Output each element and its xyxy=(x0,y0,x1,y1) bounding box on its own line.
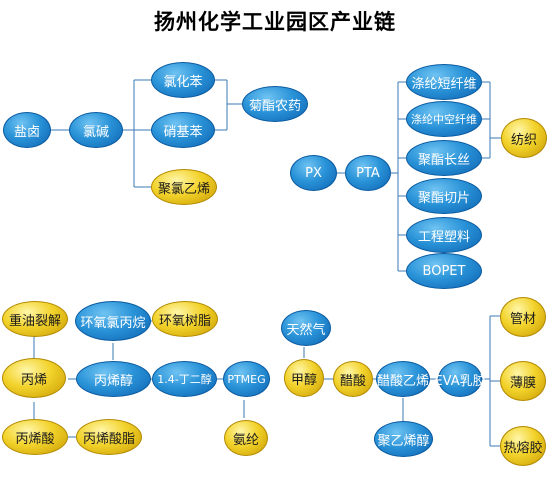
node-juzhichangsi: 聚酯长丝 xyxy=(406,140,482,176)
page-title: 扬州化学工业园区产业链 xyxy=(154,10,396,34)
node-gongchengsuliao: 工程塑料 xyxy=(406,217,482,253)
node-bomo: 薄膜 xyxy=(500,361,546,401)
node-juzhinongyao: 菊酯农药 xyxy=(242,86,308,122)
node-evarujiao: EVA乳胶 xyxy=(434,361,486,397)
node-cusuan: 醋酸 xyxy=(333,361,373,397)
node-zhongyouliejie: 重油裂解 xyxy=(2,301,68,337)
node-xiaojiben: 硝基苯 xyxy=(151,112,215,148)
node-jiachun: 甲醇 xyxy=(284,359,324,397)
node-rerongjiao: 热熔胶 xyxy=(500,426,546,466)
node-guancai: 管材 xyxy=(500,297,546,337)
node-tianranqi: 天然气 xyxy=(281,310,331,346)
node-px: PX xyxy=(290,155,337,191)
node-juzhiqiepian: 聚酯切片 xyxy=(406,178,482,214)
node-bingxisuan: 丙烯酸 xyxy=(2,419,68,455)
node-yanlu: 盐卤 xyxy=(3,112,51,148)
node-bopet: BOPET xyxy=(406,253,482,289)
node-dingerchun: 1.4-丁二醇 xyxy=(152,361,217,397)
node-pta: PTA xyxy=(345,155,391,191)
node-cusuanyixi: 醋酸乙烯 xyxy=(376,361,430,397)
node-bingxi: 丙烯 xyxy=(2,358,66,398)
node-ptmeg: PTMEG xyxy=(223,361,270,397)
node-juyixichun: 聚乙烯醇 xyxy=(374,421,433,457)
node-bingxichun: 丙烯醇 xyxy=(76,361,151,397)
node-dilunduanxianwei: 涤纶短纤维 xyxy=(406,64,482,100)
node-fangzhi: 纺织 xyxy=(501,118,547,158)
node-huanyanglvbingwan: 环氧氯丙烷 xyxy=(75,301,151,341)
node-lvhuaben: 氯化苯 xyxy=(151,62,215,98)
node-bingxisuanzhi: 丙烯酸脂 xyxy=(76,419,142,455)
node-anlun: 氨纶 xyxy=(224,420,268,456)
node-julvyixi: 聚氯乙烯 xyxy=(151,169,217,205)
node-lujian: 氯碱 xyxy=(69,112,123,148)
node-dilunzhongkongxianwei: 涤纶中空纤维 xyxy=(406,101,482,137)
node-huanyangshuzhi: 环氧树脂 xyxy=(152,301,218,337)
